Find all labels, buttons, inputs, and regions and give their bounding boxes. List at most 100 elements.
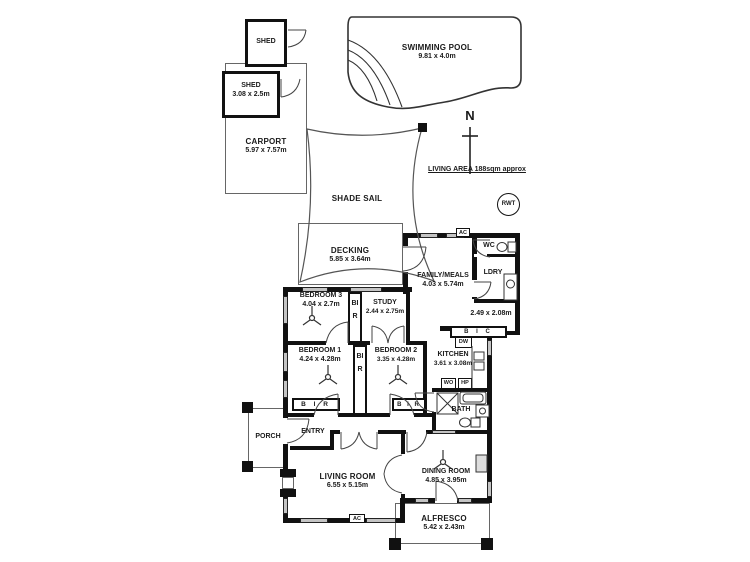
window: [283, 296, 288, 324]
room-name: SHED: [256, 38, 276, 45]
window: [432, 430, 456, 434]
door-opening: [283, 418, 288, 444]
wall: [283, 413, 432, 417]
room-name: STUDY: [373, 299, 397, 306]
label-alfresco: ALFRESCO 5.42 x 2.43m: [405, 514, 483, 533]
label-dining: DINING ROOM 4.85 x 3.95m: [408, 468, 484, 486]
room-name: SWIMMING POOL: [401, 43, 473, 52]
swimming-pool-shape: [347, 16, 522, 110]
wall: [440, 326, 452, 331]
door-opening: [314, 413, 338, 417]
air-conditioner-box: AC: [349, 514, 365, 523]
door-opening: [432, 392, 436, 412]
ceiling-fan-icon: [388, 365, 408, 385]
room-name: ALFRESCO: [421, 514, 467, 523]
window: [302, 287, 328, 292]
wall: [283, 518, 405, 523]
toilet-bath: [459, 417, 481, 428]
room-name: DINING ROOM: [421, 468, 471, 475]
label-shade-sail: SHADE SAIL: [317, 194, 397, 204]
window: [415, 498, 429, 503]
fireplace: [280, 489, 296, 497]
bathtub: [459, 391, 487, 405]
window: [300, 518, 328, 523]
porch-post: [242, 402, 253, 413]
built-in-robe-strip: BIR: [348, 292, 362, 343]
wall: [474, 299, 520, 303]
room-name: KITCHEN: [437, 351, 469, 358]
door-opening: [370, 341, 406, 345]
label-wc: WC: [478, 242, 500, 251]
room-name: BATH: [451, 406, 471, 413]
room-name: WC: [483, 242, 495, 249]
wall: [330, 430, 334, 450]
sail-anchor: [418, 123, 427, 132]
wall: [283, 341, 427, 345]
room-dims: 3.08 x 2.5m: [232, 90, 270, 98]
label-porch: PORCH: [250, 433, 286, 442]
alfresco-outline: [395, 503, 490, 544]
room-name: LIVING ROOM: [319, 472, 376, 481]
room-dims: 3.35 x 4.28m: [376, 355, 416, 363]
door-arc-living: [340, 431, 378, 450]
wall: [472, 254, 477, 299]
room-dims: 2.44 x 2.75m: [365, 307, 405, 315]
window: [487, 481, 492, 497]
built-in-cupboard: B I C: [450, 326, 507, 338]
room-name: LDRY: [483, 269, 503, 276]
window: [350, 287, 382, 292]
wall: [474, 254, 518, 257]
label-bedroom3: BEDROOM 3 4.04 x 2.7m: [288, 292, 354, 310]
label-living-area: LIVING AREA 188sqm approx: [428, 166, 526, 173]
door-opening: [406, 430, 426, 434]
window: [458, 498, 472, 503]
room-name: SHADE SAIL: [331, 194, 383, 203]
door-opening: [403, 246, 408, 272]
ceiling-fan-icons: [302, 306, 453, 470]
label-living: LIVING ROOM 6.55 x 5.15m: [300, 472, 395, 491]
window: [420, 233, 438, 238]
room-name: FAMILY/MEALS: [417, 272, 469, 279]
dishwasher-box: DW: [455, 337, 472, 348]
porch-post: [242, 461, 253, 472]
alfresco-post: [481, 538, 493, 550]
door-opening: [435, 498, 457, 503]
door-arc-bedroom3: [325, 321, 349, 344]
room-dims: 5.97 x 7.57m: [245, 147, 287, 154]
label-study: STUDY 2.44 x 2.75m: [360, 299, 410, 316]
room-dims: 4.04 x 2.7m: [302, 300, 340, 308]
label-carport: CARPORT 5.97 x 7.57m: [226, 137, 306, 156]
label-kitchen: KITCHEN 3.61 x 3.08m: [428, 351, 478, 368]
fireplace: [280, 469, 296, 477]
room-dims: 4.24 x 4.28m: [299, 355, 341, 363]
shed-top-outline: [245, 19, 287, 67]
room-name: ENTRY: [301, 428, 325, 435]
wall: [400, 498, 405, 523]
label-bedroom2: BEDROOM 2 3.35 x 4.28m: [366, 347, 426, 364]
wall-oven-box: WO: [441, 378, 456, 389]
door-opening: [401, 454, 405, 494]
room-name: BEDROOM 3: [299, 292, 343, 299]
label-bath: BATH: [446, 406, 476, 415]
label-laundry: LDRY: [477, 269, 509, 278]
room-name: BEDROOM 1: [298, 347, 342, 354]
shed-lower-outline: [222, 71, 280, 118]
wall: [290, 446, 334, 450]
ceiling-fan-icon: [433, 450, 453, 470]
rainwater-tank: RWT: [497, 193, 520, 216]
room-name: PORCH: [255, 433, 281, 440]
room-dims: 2.49 x 2.08m: [470, 310, 512, 317]
label-decking: DECKING 5.85 x 3.64m: [305, 246, 395, 265]
room-name: CARPORT: [245, 137, 287, 146]
room-dims: 6.55 x 5.15m: [326, 482, 369, 489]
window: [283, 380, 288, 398]
hotplate-box: HP: [458, 378, 472, 389]
label-pool: SWIMMING POOL 9.81 x 4.0m: [377, 43, 497, 62]
room-dims: 5.85 x 3.64m: [329, 256, 371, 263]
room-dims: 3.61 x 3.08m: [433, 359, 473, 367]
room-dims: 5.42 x 2.43m: [423, 524, 465, 531]
room-name: BEDROOM 2: [374, 347, 418, 354]
ceiling-fan-icon: [318, 365, 338, 385]
door-arc-shed-top: [287, 29, 307, 48]
